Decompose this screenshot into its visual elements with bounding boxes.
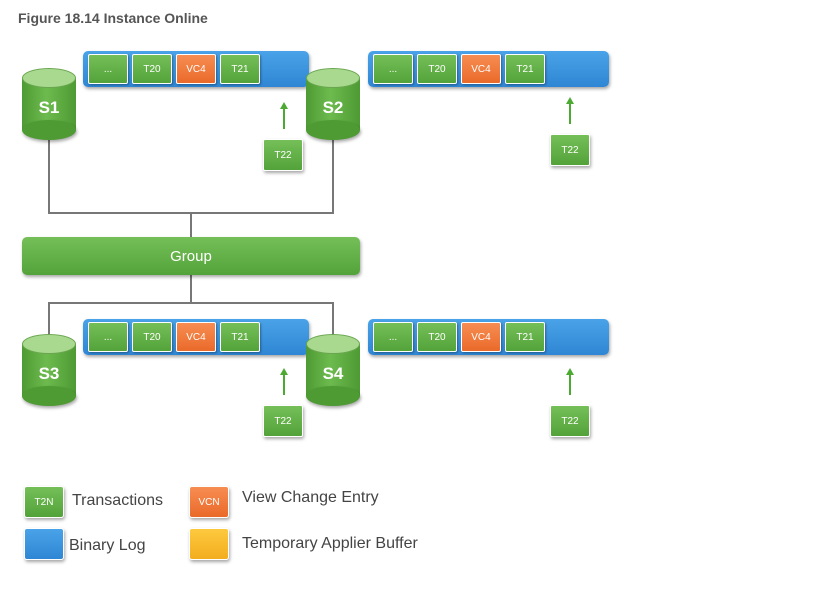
log-cell-t20: T20 — [417, 54, 457, 84]
log-cell-vc4: VC4 — [176, 54, 216, 84]
connector-s4 — [332, 302, 334, 336]
log-cell-t21: T21 — [220, 54, 260, 84]
connector-bottom-horizontal — [48, 302, 334, 304]
connector-group-bottom — [190, 275, 192, 303]
log-cell-t21: T21 — [505, 322, 545, 352]
arrow-up-icon — [280, 102, 288, 109]
log-cell-vc4: VC4 — [461, 54, 501, 84]
figure-title: Figure 18.14 Instance Online — [18, 10, 208, 26]
log-cell-ellipsis: ... — [373, 54, 413, 84]
server-label: S1 — [38, 98, 60, 117]
arrow-shaft — [569, 374, 571, 395]
arrow-up-icon — [566, 97, 574, 104]
legend-transactions-label: Transactions — [72, 492, 163, 509]
legend-temp-buffer-swatch — [189, 528, 229, 560]
server-label: S3 — [38, 364, 60, 383]
server-s3-database-icon: S3 — [22, 334, 76, 406]
binary-log-s4: ... T20 VC4 T21 — [368, 319, 609, 355]
log-cell-ellipsis: ... — [88, 322, 128, 352]
group-bar: Group — [22, 237, 360, 275]
log-cell-ellipsis: ... — [373, 322, 413, 352]
server-s2-database-icon: S2 — [306, 68, 360, 140]
arrow-up-icon — [280, 368, 288, 375]
connector-s3 — [48, 302, 50, 336]
log-cell-t21: T21 — [220, 322, 260, 352]
arrow-shaft — [283, 374, 285, 395]
arrow-up-icon — [566, 368, 574, 375]
server-label: S2 — [322, 98, 344, 117]
log-cell-ellipsis: ... — [88, 54, 128, 84]
legend-binary-log-swatch — [24, 528, 64, 560]
legend-transaction-swatch: T2N — [24, 486, 64, 518]
legend-view-change-swatch: VCN — [189, 486, 229, 518]
legend-temp-buffer-label: Temporary Applier Buffer — [242, 535, 418, 552]
log-cell-vc4: VC4 — [176, 322, 216, 352]
incoming-transaction-right-bottom: T22 — [550, 405, 590, 437]
incoming-transaction-right-top: T22 — [550, 134, 590, 166]
connector-s2 — [332, 140, 334, 213]
incoming-transaction-s2: T22 — [263, 139, 303, 171]
log-cell-t20: T20 — [132, 322, 172, 352]
log-cell-vc4: VC4 — [461, 322, 501, 352]
legend-view-change-label: View Change Entry — [242, 489, 379, 506]
arrow-shaft — [569, 103, 571, 124]
incoming-transaction-s4: T22 — [263, 405, 303, 437]
server-s1-database-icon: S1 — [22, 68, 76, 140]
log-cell-t21: T21 — [505, 54, 545, 84]
connector-group-top — [190, 212, 192, 237]
binary-log-s1: ... T20 VC4 T21 — [83, 51, 309, 87]
connector-s1 — [48, 140, 50, 213]
arrow-shaft — [283, 108, 285, 129]
binary-log-s2: ... T20 VC4 T21 — [368, 51, 609, 87]
log-cell-t20: T20 — [132, 54, 172, 84]
legend-binary-log-label: Binary Log — [69, 537, 146, 554]
binary-log-s3: ... T20 VC4 T21 — [83, 319, 309, 355]
server-s4-database-icon: S4 — [306, 334, 360, 406]
log-cell-t20: T20 — [417, 322, 457, 352]
server-label: S4 — [322, 364, 344, 383]
